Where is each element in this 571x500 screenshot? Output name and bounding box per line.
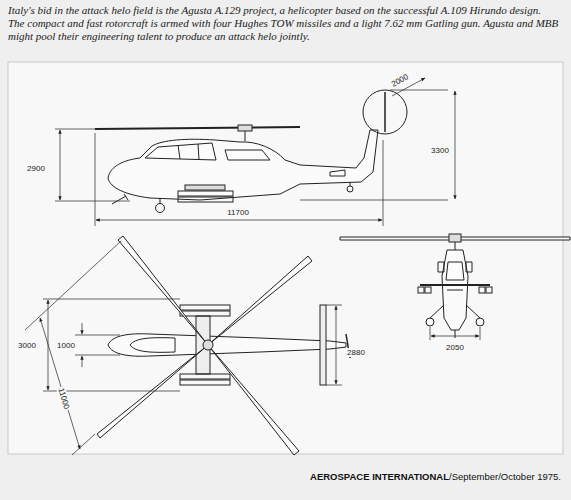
dimension-label: 2880 xyxy=(346,348,366,357)
main-rotor-blade xyxy=(118,236,208,345)
dimension-label: 2050 xyxy=(445,343,465,352)
tail-wheel xyxy=(347,186,353,192)
gatling-gun xyxy=(112,194,128,204)
engine-intake xyxy=(438,262,472,272)
tail-rotor-blade xyxy=(384,92,386,132)
tail-rotor-disc xyxy=(363,90,407,134)
dimension-line xyxy=(96,220,382,221)
side-dimensions xyxy=(55,78,455,226)
dimension-line xyxy=(431,336,479,337)
tail-plane xyxy=(330,170,345,176)
tail-plane xyxy=(320,305,326,385)
rotor-hub xyxy=(203,340,213,350)
rotor-hub xyxy=(238,125,252,131)
tow-missile-tube xyxy=(178,191,233,196)
fuselage-side xyxy=(108,130,378,200)
extension-line xyxy=(43,299,342,391)
main-wheel xyxy=(156,204,165,213)
tow-missile-tube xyxy=(425,287,431,293)
source-credit: AEROSPACE INTERNATIONAL xyxy=(310,471,449,482)
dimension-line xyxy=(40,318,80,449)
rotor-mast xyxy=(455,242,456,250)
drawing-frame xyxy=(8,62,563,454)
main-rotor-blade xyxy=(208,345,299,455)
tow-missile-tube xyxy=(180,305,230,310)
extension-line xyxy=(55,90,448,226)
tow-missile-tube xyxy=(180,374,230,379)
dimension-label: 3300 xyxy=(430,146,450,155)
landing-gear xyxy=(160,182,350,204)
top-view xyxy=(97,236,350,455)
dimension-line xyxy=(82,356,83,367)
main-rotor-blade xyxy=(95,127,300,129)
main-rotor-blade xyxy=(97,345,208,438)
dimension-label: 3000 xyxy=(17,341,37,350)
canopy xyxy=(130,338,175,353)
front-view xyxy=(340,234,570,338)
source-line: AEROSPACE INTERNATIONAL/September/Octobe… xyxy=(310,471,561,482)
tow-missile-tube xyxy=(178,197,233,202)
dimension-label: 2900 xyxy=(26,164,46,173)
dimension-line xyxy=(60,130,61,200)
caption-text: Italy's bid in the attack helo field is … xyxy=(8,4,560,43)
gatling-gun xyxy=(455,330,456,338)
dimension-label: 1000 xyxy=(56,341,76,350)
tow-missile-tube xyxy=(180,380,230,385)
stub-wing xyxy=(420,284,490,286)
extension-line xyxy=(430,327,480,340)
dimension-line xyxy=(455,91,456,199)
side-view xyxy=(95,90,407,213)
source-credit: /September/October 1975. xyxy=(449,471,561,482)
tow-missile-tube xyxy=(418,287,424,293)
tow-missile-tube xyxy=(180,311,230,316)
main-rotor-blade xyxy=(208,256,312,345)
dimension-line xyxy=(82,323,83,334)
rotor-hub xyxy=(449,234,461,242)
front-dimensions xyxy=(430,327,480,340)
canopy xyxy=(145,143,216,160)
landing-gear xyxy=(430,305,480,318)
extension-line xyxy=(25,241,121,455)
tow-missile-tube xyxy=(486,287,492,293)
rotor-mast xyxy=(245,131,246,141)
stub-wing xyxy=(185,185,225,190)
tow-missile-tube xyxy=(479,287,485,293)
fuselage-top xyxy=(108,334,346,356)
dimension-label: 11700 xyxy=(226,208,250,217)
main-rotor-blade xyxy=(97,236,312,455)
main-wheel xyxy=(426,318,434,326)
dimension-line xyxy=(336,306,337,384)
engine-intake xyxy=(225,150,270,160)
main-wheel xyxy=(476,318,484,326)
top-dimensions xyxy=(25,241,342,455)
fuselage-front xyxy=(442,250,468,330)
